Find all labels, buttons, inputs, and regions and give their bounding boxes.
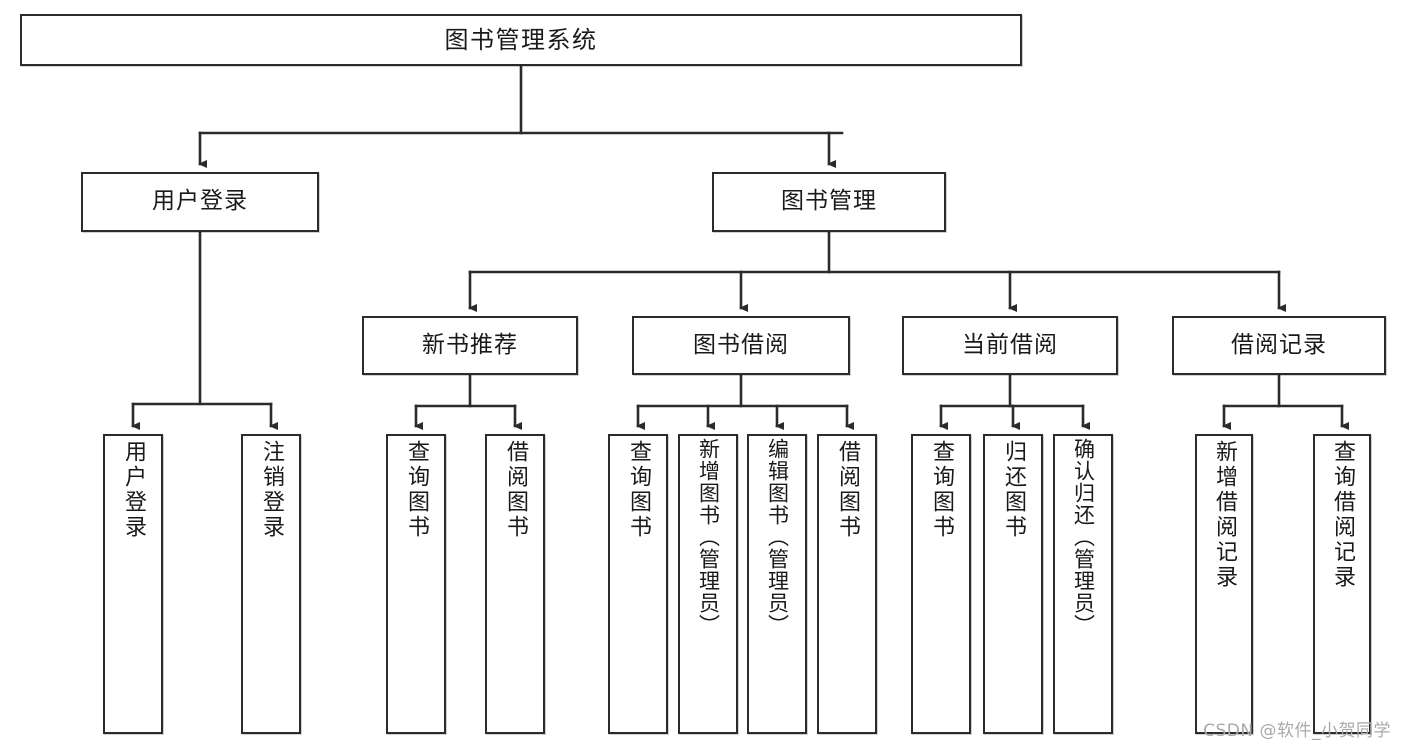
node-label: 新增借阅记录 — [1212, 440, 1237, 590]
leaf-current-query-book[interactable]: 查询图书 — [911, 434, 971, 734]
node-label: 编辑图书（管理员） — [765, 438, 790, 636]
node-book-borrow[interactable]: 图书借阅 — [632, 316, 850, 375]
leaf-recommend-query-book[interactable]: 查询图书 — [386, 434, 446, 734]
leaf-user-logout[interactable]: 注销登录 — [241, 434, 301, 734]
leaf-record-add-record[interactable]: 新增借阅记录 — [1195, 434, 1253, 734]
node-book-manage[interactable]: 图书管理 — [712, 172, 946, 232]
node-label: 借阅图书 — [835, 440, 860, 540]
node-label: 新增图书（管理员） — [696, 438, 721, 636]
node-label: 确认归还（管理员） — [1071, 438, 1096, 636]
node-label: 借阅图书 — [503, 440, 528, 540]
node-new-book-recommend[interactable]: 新书推荐 — [362, 316, 578, 375]
node-label: 当前借阅 — [962, 331, 1058, 358]
node-label: 查询图书 — [404, 440, 429, 540]
leaf-borrow-lend-book[interactable]: 借阅图书 — [817, 434, 877, 734]
node-label: 图书管理 — [781, 188, 877, 215]
node-label: 图书管理系统 — [444, 25, 598, 54]
leaf-borrow-query-book[interactable]: 查询图书 — [608, 434, 668, 734]
node-label: 图书借阅 — [693, 331, 789, 358]
leaf-record-query-record[interactable]: 查询借阅记录 — [1313, 434, 1371, 734]
node-label: 查询借阅记录 — [1330, 440, 1355, 590]
leaf-current-confirm-return[interactable]: 确认归还（管理员） — [1053, 434, 1113, 734]
node-borrow-record[interactable]: 借阅记录 — [1172, 316, 1386, 375]
node-label: 归还图书 — [1001, 440, 1026, 540]
node-label: 用户登录 — [152, 188, 248, 215]
node-label: 新书推荐 — [422, 331, 518, 358]
node-current-borrow[interactable]: 当前借阅 — [902, 316, 1118, 375]
leaf-user-login[interactable]: 用户登录 — [103, 434, 163, 734]
leaf-borrow-edit-book[interactable]: 编辑图书（管理员） — [747, 434, 807, 734]
leaf-borrow-add-book[interactable]: 新增图书（管理员） — [678, 434, 738, 734]
node-label: 注销登录 — [259, 440, 284, 540]
node-label: 借阅记录 — [1231, 331, 1327, 358]
node-label: 查询图书 — [626, 440, 651, 540]
node-label: 查询图书 — [929, 440, 954, 540]
node-user-login[interactable]: 用户登录 — [81, 172, 319, 232]
node-root-system[interactable]: 图书管理系统 — [20, 14, 1022, 66]
leaf-recommend-borrow-book[interactable]: 借阅图书 — [485, 434, 545, 734]
node-label: 用户登录 — [121, 440, 146, 540]
leaf-current-return-book[interactable]: 归还图书 — [983, 434, 1043, 734]
